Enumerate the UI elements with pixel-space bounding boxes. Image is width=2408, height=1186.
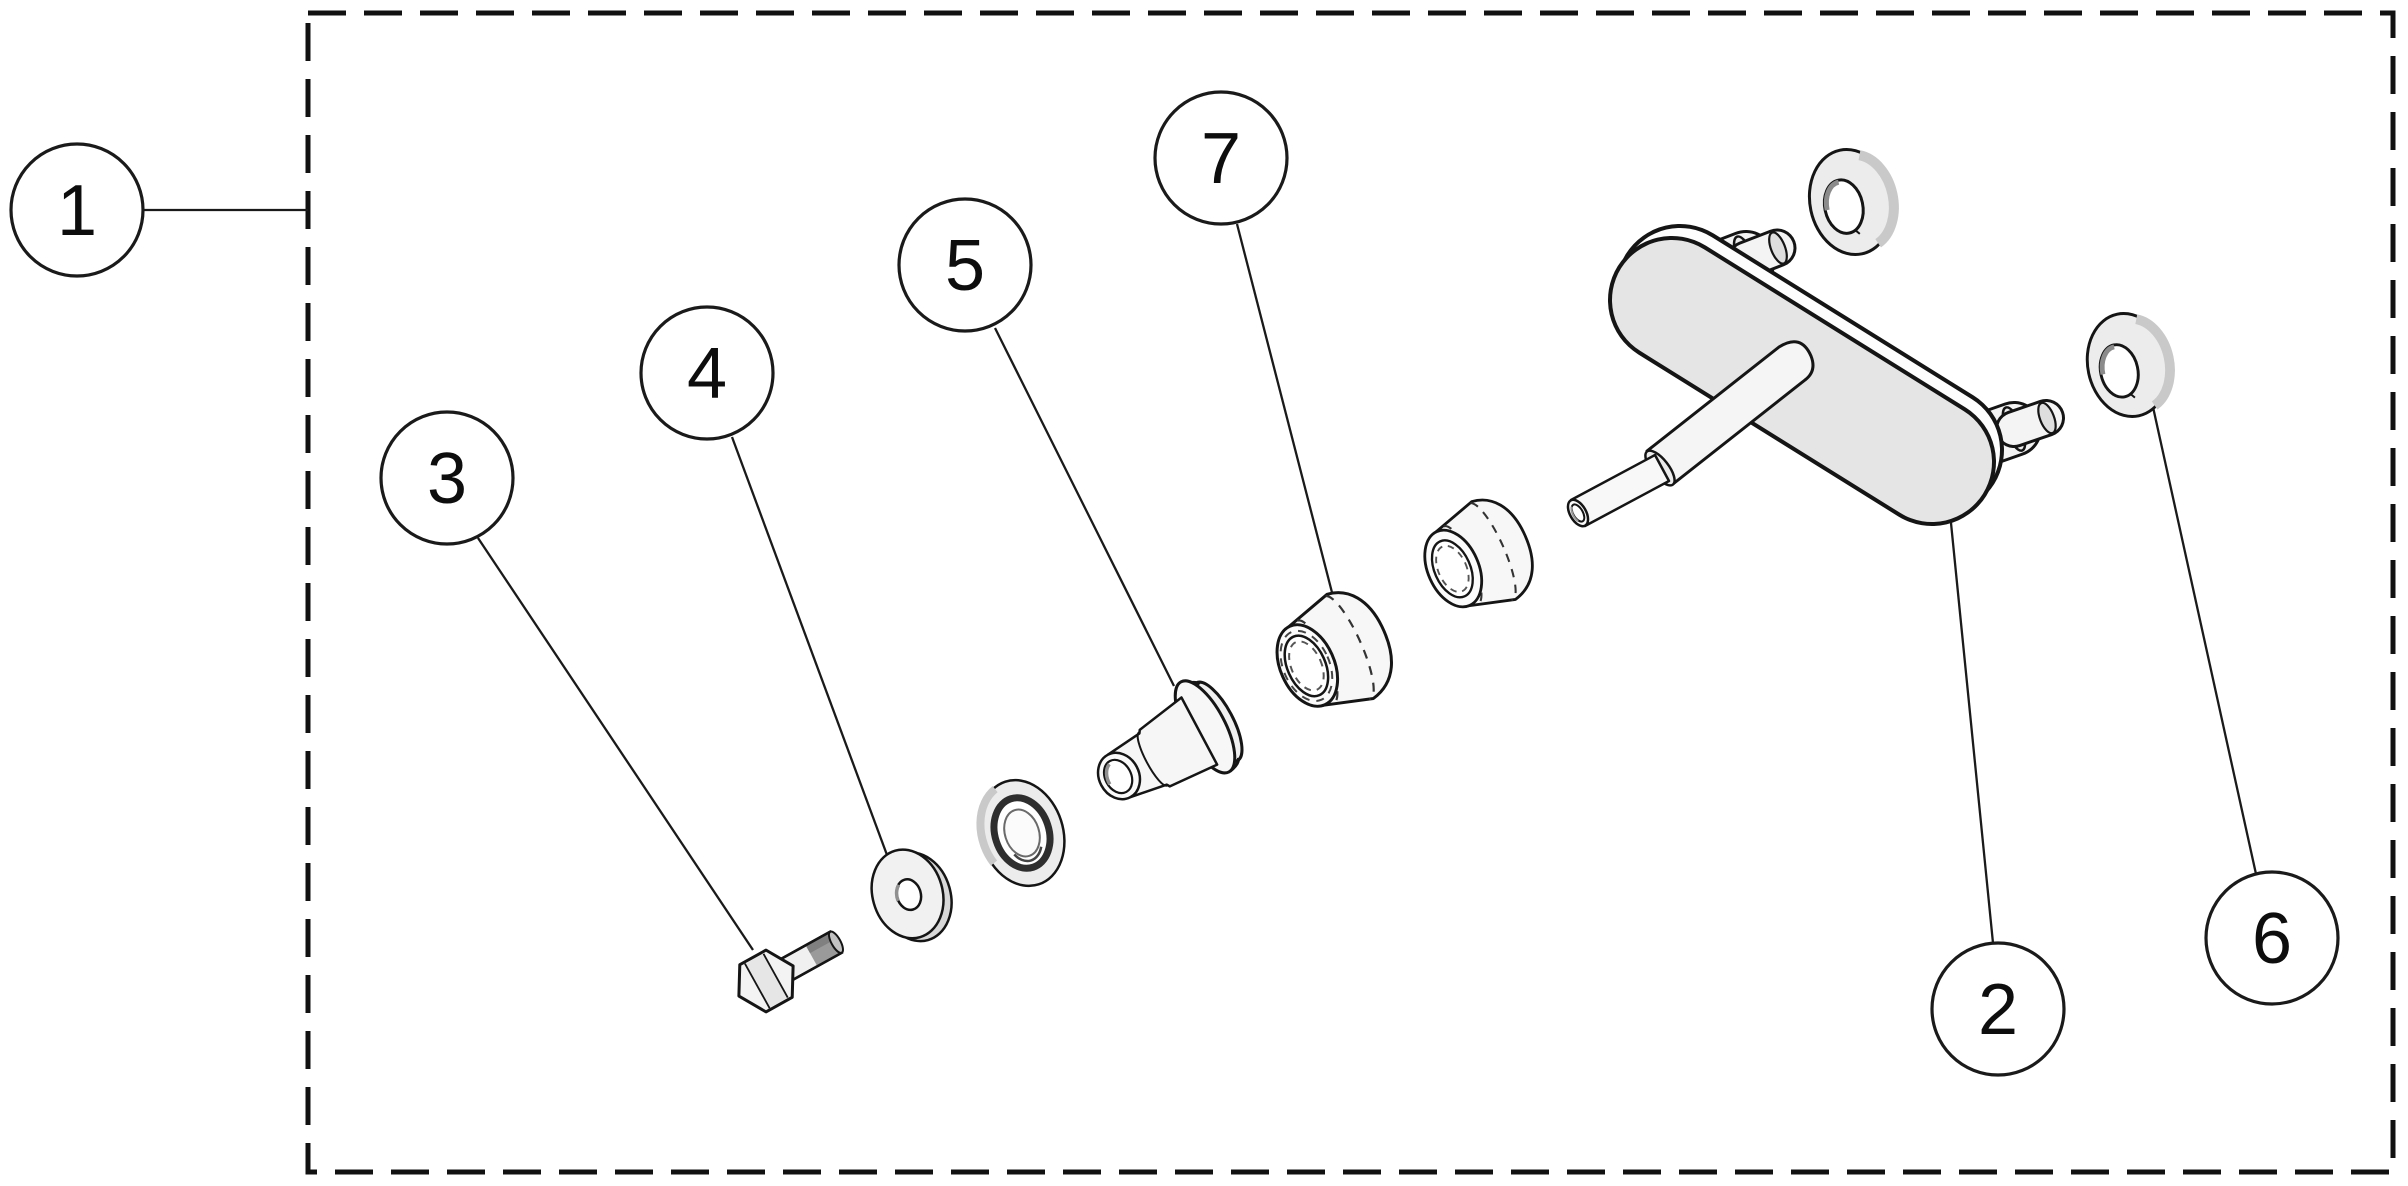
- callout-number-3: 3: [427, 439, 467, 519]
- retainer-ring: [976, 778, 1066, 888]
- washer-right: [2085, 312, 2175, 418]
- parts-layer: [737, 147, 2175, 1014]
- plate-rod: [1566, 340, 1815, 528]
- callout-number-1: 1: [57, 171, 97, 251]
- leader-line-3: [477, 537, 754, 951]
- leader-line-6: [2151, 406, 2258, 875]
- callout-number-4: 4: [687, 334, 727, 414]
- rod-tube-tip: [1566, 498, 1590, 528]
- leader-line-2: [1948, 512, 1995, 944]
- callout-3: 3: [379, 410, 515, 546]
- callout-7: 7: [1153, 90, 1289, 226]
- rod-body: [1645, 340, 1815, 486]
- cone-bushing-rear: [1423, 498, 1534, 609]
- cone-bushing-front: [1275, 591, 1393, 708]
- callout-number-7: 7: [1201, 119, 1241, 199]
- bushing-bore: [1102, 758, 1134, 795]
- leader-line-7: [1235, 223, 1338, 609]
- callout-6: 6: [2204, 870, 2340, 1006]
- callout-number-6: 6: [2252, 899, 2292, 979]
- washer-top: [1807, 147, 1899, 257]
- callout-balloons-layer: 1 2 3 4 5 6 7: [9, 90, 2340, 1077]
- callout-circle-5: [897, 197, 1033, 333]
- callout-circle-3: [379, 410, 515, 546]
- callout-number-2: 2: [1978, 970, 2018, 1050]
- callout-number-5: 5: [945, 226, 985, 306]
- callout-circle-2: [1930, 941, 2066, 1077]
- callout-1: 1: [9, 142, 145, 278]
- flat-washer: [870, 848, 953, 943]
- callout-5: 5: [897, 197, 1033, 333]
- assembly-boundary-frame: [305, 10, 2396, 1175]
- leader-line-5: [993, 327, 1176, 687]
- hex-bolt: [737, 930, 844, 1014]
- callout-2: 2: [1930, 941, 2066, 1077]
- flanged-bushing: [1096, 679, 1244, 801]
- callout-4: 4: [639, 305, 775, 441]
- callout-circle-4: [639, 305, 775, 441]
- callout-circle-1: [9, 142, 145, 278]
- callout-circle-7: [1153, 90, 1289, 226]
- leader-lines-layer: [143, 208, 2258, 951]
- callout-circle-6: [2204, 870, 2340, 1006]
- leader-line-4: [730, 436, 889, 856]
